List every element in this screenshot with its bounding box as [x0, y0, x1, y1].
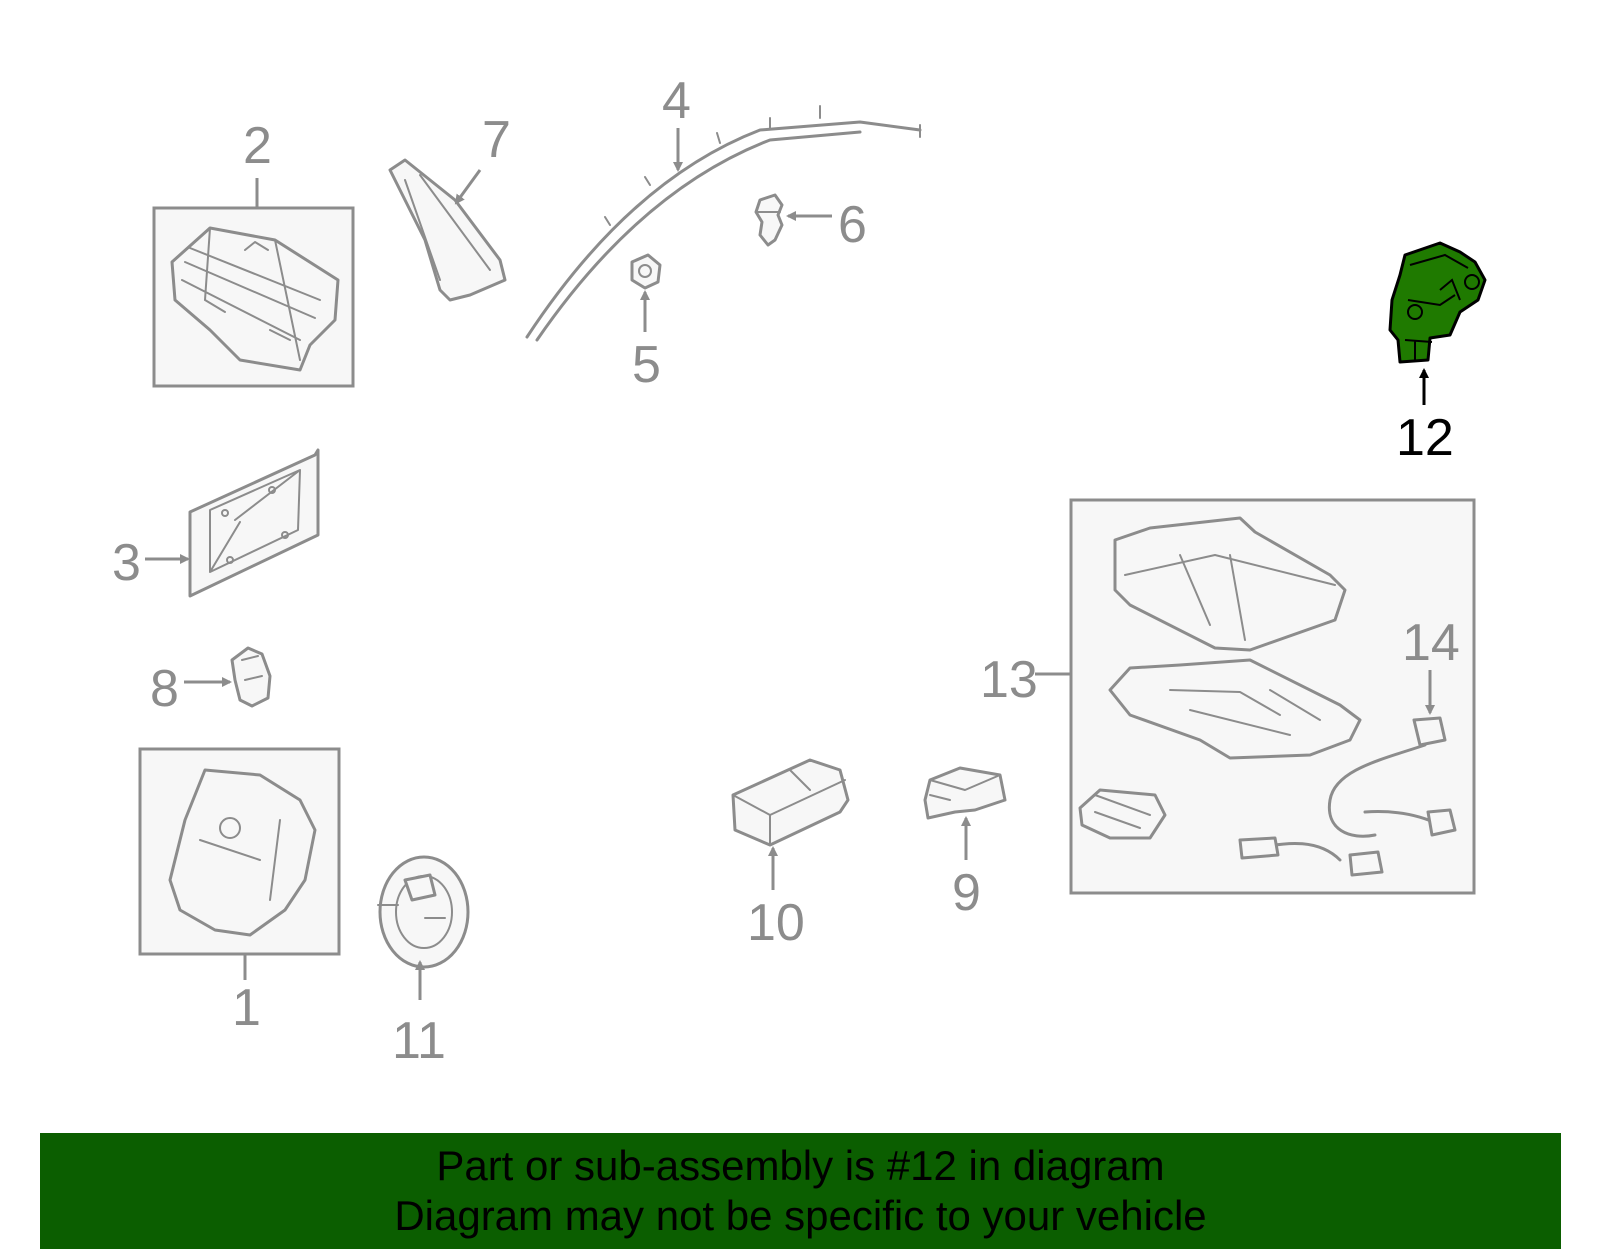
part-7-pillar-trim[interactable]: [388, 158, 507, 302]
part-9-sensor[interactable]: [923, 766, 1007, 860]
callout-14: 14: [1402, 614, 1460, 672]
part-3-panel[interactable]: [145, 448, 320, 598]
part-5-nut[interactable]: [630, 253, 662, 332]
part-2-passenger-airbag[interactable]: [152, 178, 355, 388]
notice-banner: Part or sub-assembly is #12 in diagram D…: [40, 1133, 1561, 1249]
callout-9: 9: [952, 864, 981, 922]
callout-12: 12: [1396, 409, 1454, 467]
callout-13: 13: [980, 651, 1038, 709]
callout-1: 1: [232, 979, 261, 1037]
part-11-clock-spring[interactable]: [377, 855, 470, 1000]
callout-7: 7: [482, 111, 511, 169]
part-4-curtain-airbag[interactable]: [525, 105, 922, 342]
part-8-sensor[interactable]: [184, 646, 272, 708]
callout-6: 6: [838, 196, 867, 254]
callout-3: 3: [112, 534, 141, 592]
banner-line-2: Diagram may not be specific to your vehi…: [394, 1192, 1207, 1239]
part-6-clip[interactable]: [754, 193, 832, 247]
part-1-driver-airbag[interactable]: [138, 747, 341, 980]
part-13-seat-assembly[interactable]: [1035, 498, 1476, 895]
part-14-connector-harness[interactable]: [1238, 670, 1457, 877]
banner-line-1: Part or sub-assembly is #12 in diagram: [436, 1142, 1165, 1189]
leader-7: [454, 169, 482, 205]
callout-10: 10: [747, 894, 805, 952]
callout-5: 5: [632, 336, 661, 394]
part-12-sensor[interactable]: [1388, 241, 1487, 405]
callout-11: 11: [392, 1012, 446, 1070]
callout-4: 4: [662, 72, 691, 130]
callout-8: 8: [150, 660, 179, 718]
part-10-control-module[interactable]: [731, 758, 850, 890]
callout-2: 2: [243, 117, 272, 175]
